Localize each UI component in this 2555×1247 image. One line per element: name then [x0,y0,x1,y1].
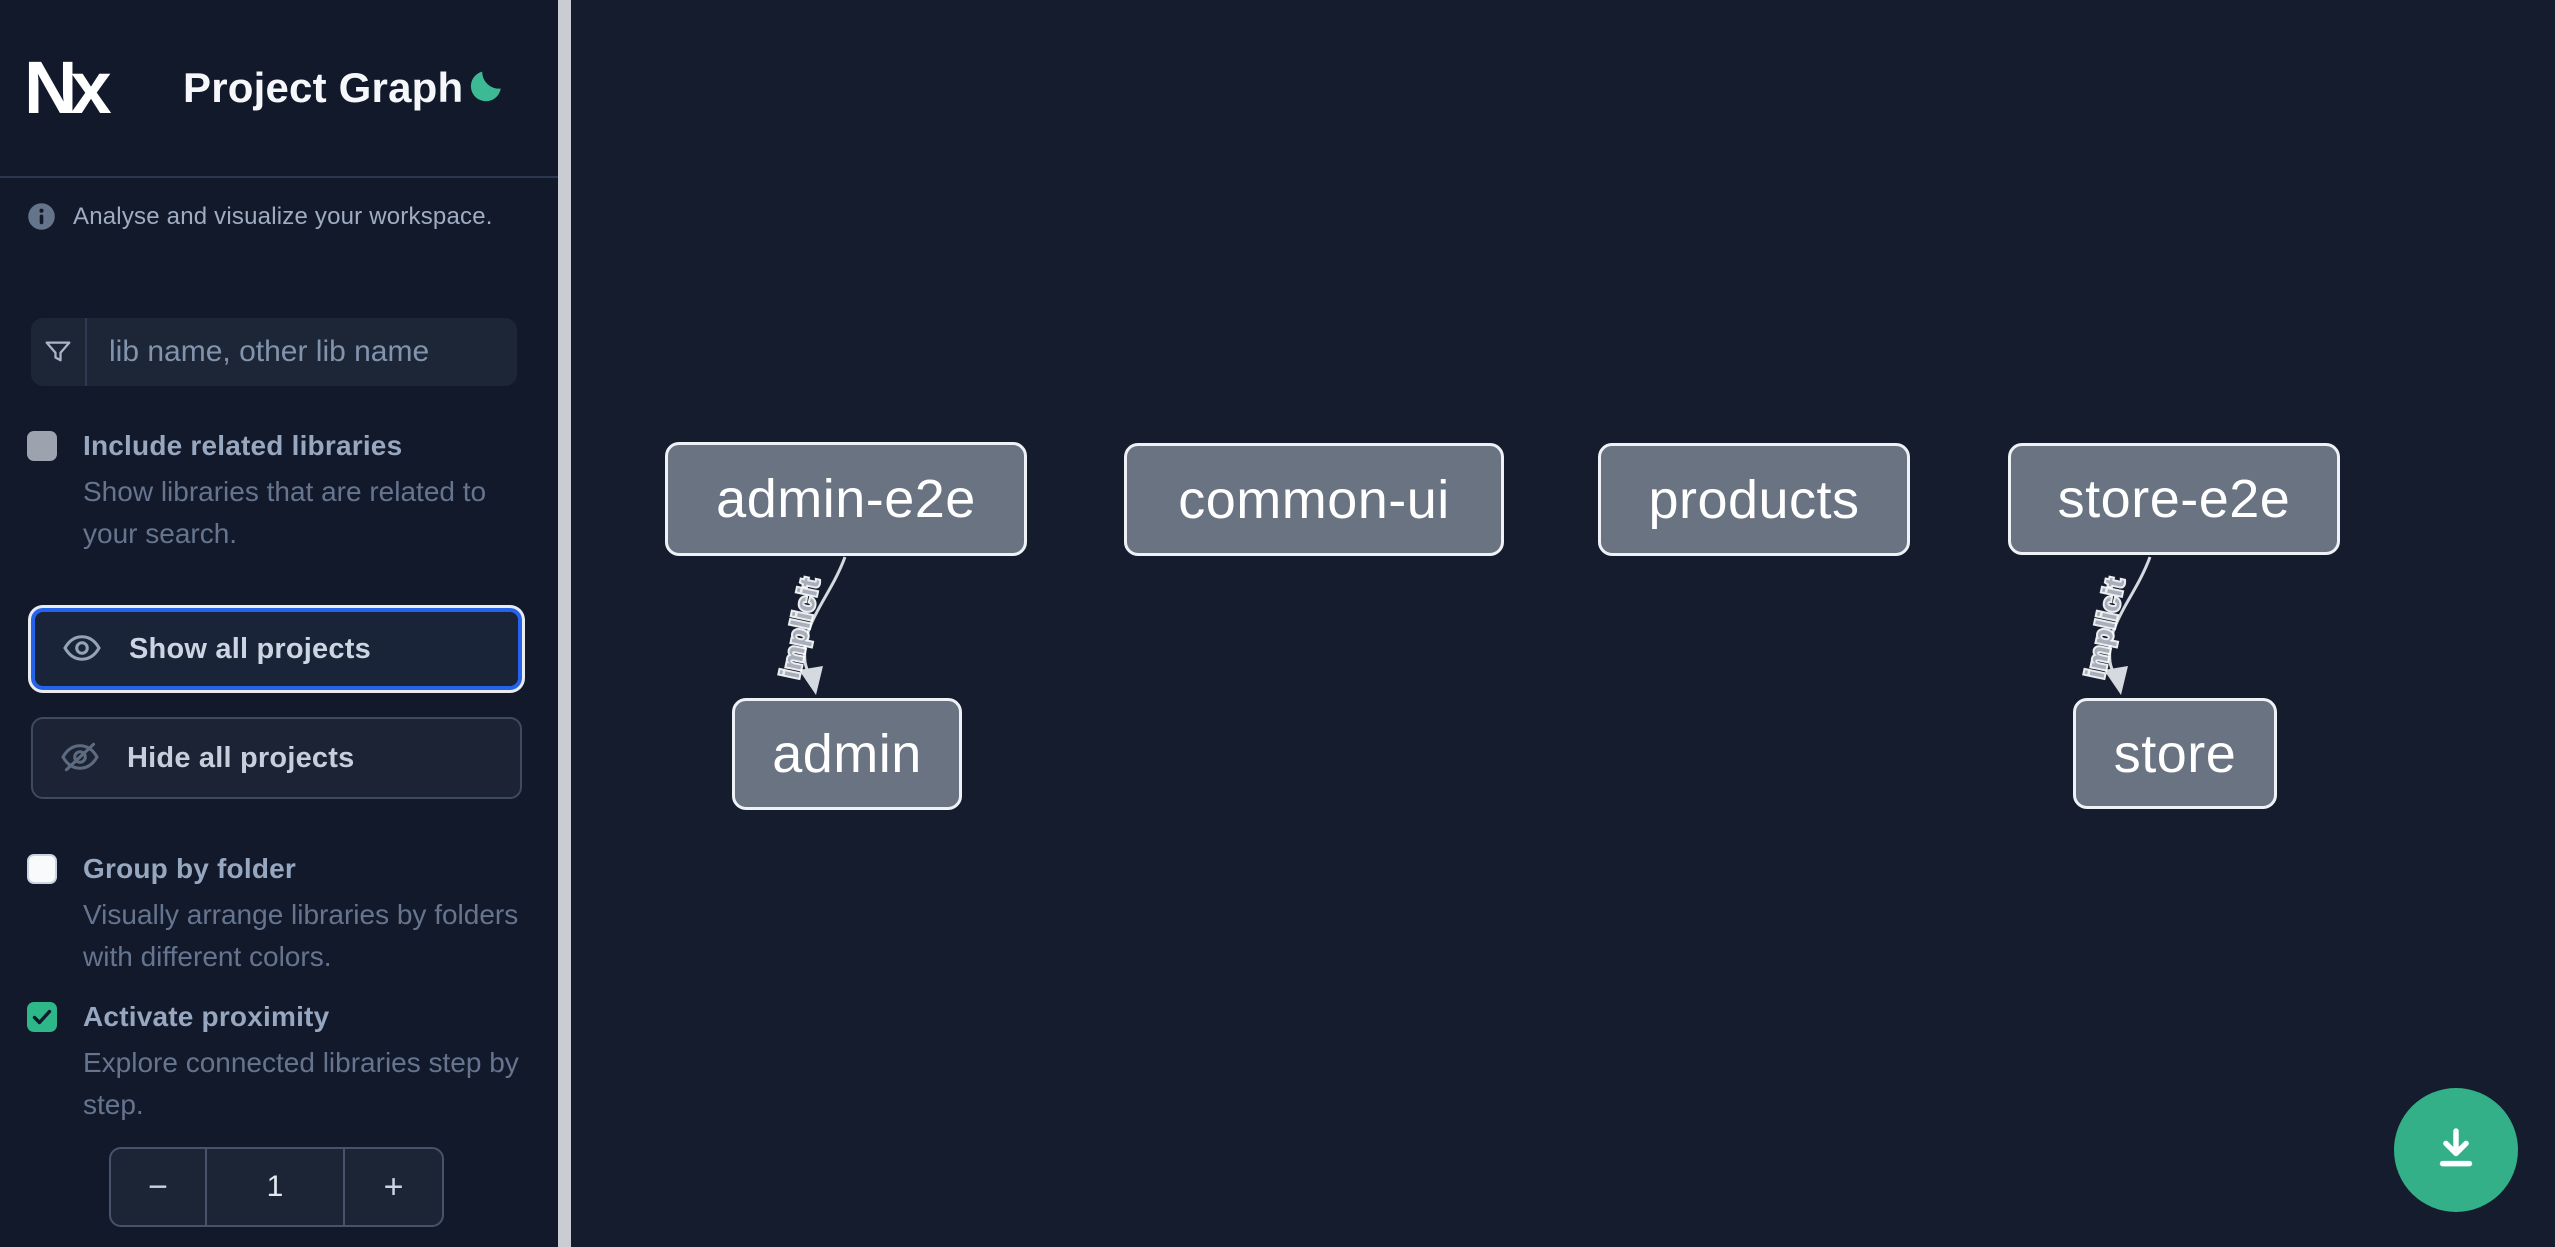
graph-node-admin[interactable]: admin [732,698,962,810]
hide-all-projects-label: Hide all projects [127,741,355,774]
edge-store-e2e-store: implicit [2078,556,2152,695]
filter-input[interactable] [87,318,517,386]
sidebar-header: Nx Project Graph [0,0,558,178]
nx-logo: Nx [24,46,112,129]
show-all-projects-label: Show all projects [129,632,371,665]
group-by-folder-description: Visually arrange libraries by folders wi… [83,899,519,972]
page-title: Project Graph [183,64,464,111]
include-related-checkbox[interactable] [27,431,57,461]
proximity-depth-stepper: − 1 + [109,1147,444,1227]
sidebar: Nx Project Graph Analyse and visualize y… [0,0,558,1247]
graph-node-products[interactable]: products [1598,443,1910,556]
group-by-folder-checkbox[interactable] [27,854,57,884]
depth-value[interactable]: 1 [205,1149,345,1225]
include-related-label: Include related libraries [83,430,403,461]
tagline-text: Analyse and visualize your workspace. [73,202,493,230]
increment-button[interactable]: + [345,1149,442,1225]
funnel-icon [31,318,87,386]
group-by-folder-label: Group by folder [83,853,296,884]
theme-toggle-button[interactable] [462,66,506,110]
edge-label-implicit: implicit [2080,574,2131,681]
download-icon [2429,1122,2483,1179]
option-activate-proximity: Activate proximity Explore connected lib… [27,1001,535,1126]
edge-admin-e2e-admin: implicit [773,556,847,695]
option-group-by-folder: Group by folder Visually arrange librari… [27,853,535,978]
activate-proximity-description: Explore connected libraries step by step… [83,1047,519,1120]
activate-proximity-checkbox[interactable] [27,1002,57,1032]
include-related-description: Show libraries that are related to your … [83,476,487,549]
eye-off-icon [59,740,101,777]
activate-proximity-label: Activate proximity [83,1001,330,1032]
panel-resizer[interactable] [558,0,571,1247]
moon-icon [462,71,506,113]
hide-all-projects-button[interactable]: Hide all projects [31,717,522,799]
info-icon [27,202,56,231]
graph-edges: implicit implicit [773,556,2152,695]
show-all-projects-button[interactable]: Show all projects [31,608,522,690]
graph-node-common-ui[interactable]: common-ui [1124,443,1504,556]
decrement-button[interactable]: − [111,1149,205,1225]
edge-label-implicit: implicit [775,574,826,681]
graph-node-store-e2e[interactable]: store-e2e [2008,443,2340,555]
option-include-related: Include related libraries Show libraries… [27,430,535,555]
download-image-button[interactable] [2394,1088,2518,1212]
eye-icon [61,631,103,668]
tagline-row: Analyse and visualize your workspace. [27,202,493,231]
graph-node-store[interactable]: store [2073,698,2277,809]
filter-box [31,318,517,386]
graph-node-admin-e2e[interactable]: admin-e2e [665,442,1027,556]
graph-canvas[interactable]: implicit implicit admin-e2e common-ui prod… [571,0,2555,1247]
